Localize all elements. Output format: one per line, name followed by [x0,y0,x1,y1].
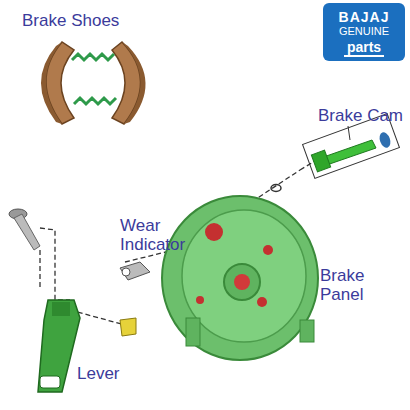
part-label: Brake Cam [318,106,408,125]
part-label: Lever [77,364,137,383]
logo-text: GENUINE [323,25,405,38]
part-label: Brake Shoes [22,11,142,30]
washer [271,185,281,192]
brake-shoes [41,42,146,124]
lever [38,300,80,392]
brand-logo: BAJAJGENUINE parts [323,3,405,61]
part-label: Wear Indicator [120,216,200,254]
wear-indicator [120,262,150,280]
logo-text: BAJAJ [323,9,405,25]
part-label: Brake Panel [320,266,380,304]
bolt [9,209,40,250]
bushing [120,318,136,336]
brake-panel [162,196,318,360]
logo-text: parts [344,40,384,57]
wear-indicator [122,268,130,276]
